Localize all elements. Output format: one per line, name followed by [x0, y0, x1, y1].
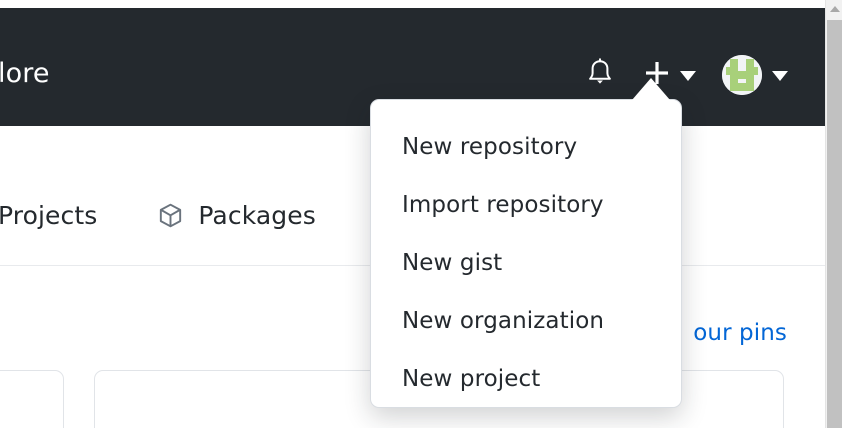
dropdown-caret-arrow — [632, 78, 670, 100]
tab-projects-label: Projects — [0, 201, 98, 230]
menu-item-label: New gist — [402, 250, 503, 276]
plus-icon — [643, 59, 671, 91]
tab-packages[interactable]: Packages — [157, 201, 316, 230]
tab-projects[interactable]: Projects — [0, 201, 97, 230]
header-actions — [585, 49, 788, 101]
scrollbar-thumb[interactable] — [827, 20, 842, 428]
create-new-dropdown-menu: New repository Import repository New gis… — [370, 99, 682, 408]
create-new-menu-list: New repository Import repository New gis… — [371, 100, 681, 407]
nav-tab-list: Projects Packages — [0, 201, 316, 230]
triangle-up-icon — [829, 5, 840, 12]
menu-item-import-repository[interactable]: Import repository — [371, 176, 681, 234]
tab-packages-label: Packages — [198, 201, 316, 230]
pinned-repo-card[interactable] — [0, 370, 64, 428]
menu-item-new-organization[interactable]: New organization — [371, 292, 681, 350]
menu-item-new-gist[interactable]: New gist — [371, 234, 681, 292]
chevron-down-icon — [680, 66, 696, 85]
avatar-identicon — [722, 55, 762, 95]
menu-item-new-repository[interactable]: New repository — [371, 118, 681, 176]
scrollbar-up-arrow-button[interactable] — [826, 0, 842, 17]
bell-icon — [585, 57, 615, 93]
header-nav-explore-link[interactable]: lore — [0, 58, 50, 89]
menu-item-label: New organization — [402, 308, 605, 334]
menu-item-label: New repository — [402, 134, 578, 160]
account-menu-button[interactable] — [722, 55, 788, 95]
menu-item-label: New project — [402, 366, 541, 392]
create-new-button[interactable] — [643, 59, 696, 91]
customize-pins-link[interactable]: our pins — [693, 320, 787, 346]
menu-item-label: Import repository — [402, 192, 604, 218]
chevron-down-icon — [772, 66, 788, 85]
package-cube-icon — [157, 202, 184, 229]
menu-item-new-project[interactable]: New project — [371, 350, 681, 407]
vertical-scrollbar[interactable] — [825, 0, 842, 428]
notifications-button[interactable] — [585, 57, 615, 93]
page-top-strip — [0, 0, 825, 8]
